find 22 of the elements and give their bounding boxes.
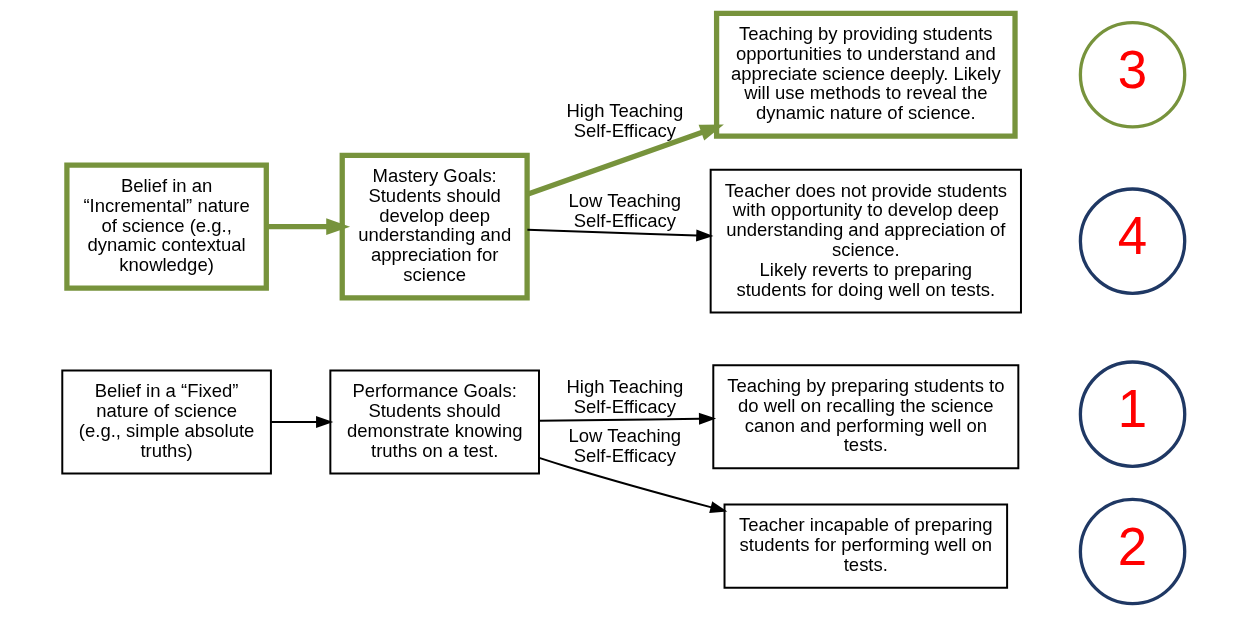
node-circle: 2 xyxy=(1078,497,1187,606)
node-circle: 3 xyxy=(1078,20,1187,129)
arrow xyxy=(526,228,714,242)
edge-label: High Teaching Self-Efficacy xyxy=(566,376,684,418)
edge-label: High Teaching Self-Efficacy xyxy=(566,100,684,142)
node-box: Mastery Goals: Students should develop deep understanding and appreciation for science xyxy=(339,152,530,301)
arrow xyxy=(538,412,717,425)
node-box: Teaching by preparing students to do well on recalling the science canon and performing well on tests. xyxy=(712,364,1020,470)
edge-label: Low Teaching Self-Efficacy xyxy=(568,190,682,231)
arrow xyxy=(266,218,351,235)
node-circle: 1 xyxy=(1078,360,1187,468)
node-box: Belief in an “Incremental” nature of science (e.g., dynamic contextual knowledge) xyxy=(64,162,269,291)
node-box: Performance Goals: Students should demonstrate knowing truths on a test. xyxy=(329,369,540,475)
edge-label: Low Teaching Self-Efficacy xyxy=(568,425,682,466)
arrow xyxy=(270,416,334,429)
node-box: Teaching by providing students opportunities to understand and appreciate science deeply. Likely will use methods to reveal the dynamic nature of science. xyxy=(713,10,1018,139)
node-box: Teacher incapable of preparing students for performing well on tests. xyxy=(723,503,1009,589)
node-box: Teacher does not provide students with opportunity to develop deep understanding and appreciation of science. Likely reverts to preparing students for doing well on tests. xyxy=(709,168,1022,314)
node-circle: 4 xyxy=(1078,187,1187,295)
node-box: Belief in a “Fixed” nature of science (e.g., simple absolute truths) xyxy=(61,369,272,475)
arrow xyxy=(538,456,728,513)
arrow xyxy=(526,124,724,197)
